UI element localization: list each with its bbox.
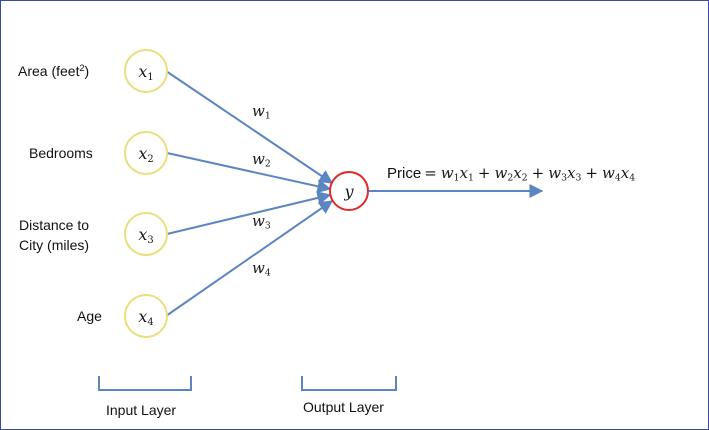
price-formula: Price=w1x1+w2x2+w3x3+w4x4 bbox=[387, 164, 636, 184]
input-label-distance: Distance to City (miles) bbox=[19, 217, 90, 253]
weight-label-w2: w2 bbox=[252, 150, 271, 170]
edge-x3-y bbox=[166, 191, 332, 235]
edge-x1-y bbox=[165, 70, 334, 184]
output-layer-label: Output Layer bbox=[303, 399, 384, 415]
weight-label-w1: w1 bbox=[252, 102, 271, 122]
formula-prefix: Price bbox=[387, 165, 422, 182]
edge-x2-y bbox=[166, 152, 332, 194]
weight-label-w4: w4 bbox=[252, 259, 271, 279]
input-layer-bracket bbox=[98, 376, 192, 391]
input-layer-label: Input Layer bbox=[106, 402, 177, 418]
edge-x4-y bbox=[165, 200, 334, 317]
formula-term-3: w3x3 bbox=[548, 164, 582, 184]
output-node-y: y bbox=[329, 171, 369, 211]
formula-term-4: w4x4 bbox=[601, 164, 636, 184]
formula-term-1: w1x1 bbox=[440, 164, 474, 184]
input-node-x1: x1 bbox=[124, 49, 168, 93]
weight-label-w3: w3 bbox=[252, 212, 271, 232]
input-label-age: Age bbox=[77, 308, 102, 324]
formula-equals: = bbox=[424, 164, 437, 182]
input-label-area: Area (feet2) bbox=[18, 63, 90, 79]
output-layer-bracket bbox=[301, 376, 397, 391]
input-label-bedrooms: Bedrooms bbox=[29, 145, 93, 161]
input-node-x2: x2 bbox=[124, 131, 168, 175]
input-node-x4: x4 bbox=[124, 294, 168, 338]
input-node-x3: x3 bbox=[124, 212, 168, 256]
formula-term-2: w2x2 bbox=[494, 164, 528, 184]
